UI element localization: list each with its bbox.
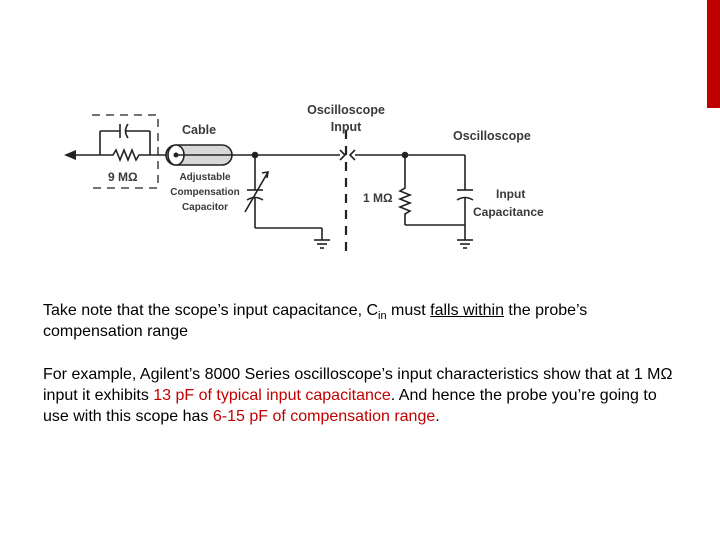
scope-resistor bbox=[397, 185, 413, 225]
adjustable-capacitor bbox=[244, 155, 269, 228]
example-text-2: . And hence the probe you’re going to us… bbox=[43, 387, 657, 425]
note-text-2: must bbox=[386, 302, 431, 319]
probe-resistor bbox=[100, 147, 150, 163]
input-capacitor bbox=[456, 155, 474, 240]
coax-cable bbox=[165, 144, 233, 166]
accent-bar bbox=[707, 0, 720, 108]
label-input-cap-1: Input bbox=[496, 187, 525, 201]
capacitance-note-paragraph: Take note that the scope’s input capacit… bbox=[43, 300, 683, 342]
note-underlined-text: falls within bbox=[430, 302, 504, 319]
probe-tip-arrow bbox=[64, 150, 76, 160]
label-input-cap-2: Capacitance bbox=[473, 205, 544, 219]
probe-tip-box bbox=[92, 114, 159, 189]
ground-symbol-left bbox=[314, 239, 330, 249]
label-adjustable-1: Adjustable bbox=[179, 172, 231, 183]
label-adjustable-2: Compensation bbox=[170, 187, 239, 198]
example-text-3: . bbox=[435, 408, 440, 425]
input-capacitance-highlight: 13 pF of typical input capacitance bbox=[153, 387, 391, 404]
label-probe-resistor: 9 MΩ bbox=[108, 170, 138, 184]
example-text-1: For example, Agilent’s 8000 Series oscil… bbox=[43, 366, 673, 404]
note-text-3: the probe’s compensation range bbox=[43, 302, 588, 340]
probe-circuit-diagram: Oscilloscope Input Oscilloscope Cable 9 … bbox=[64, 103, 544, 252]
ground-symbol-right bbox=[457, 239, 473, 249]
note-text-1: Take note that the scope’s input capacit… bbox=[43, 302, 379, 319]
cin-subscript: in bbox=[378, 310, 387, 323]
label-scope-resistor: 1 MΩ bbox=[363, 191, 393, 205]
probe-capacitor bbox=[100, 123, 150, 139]
label-cable: Cable bbox=[182, 123, 216, 137]
label-scope-input-1: Oscilloscope bbox=[307, 103, 385, 117]
label-scope-input-2: Input bbox=[331, 120, 362, 134]
label-oscilloscope: Oscilloscope bbox=[453, 129, 531, 143]
label-adjustable-3: Capacitor bbox=[182, 202, 228, 213]
compensation-range-highlight: 6-15 pF of compensation range bbox=[212, 408, 436, 425]
example-paragraph: For example, Agilent’s 8000 Series oscil… bbox=[43, 364, 683, 427]
